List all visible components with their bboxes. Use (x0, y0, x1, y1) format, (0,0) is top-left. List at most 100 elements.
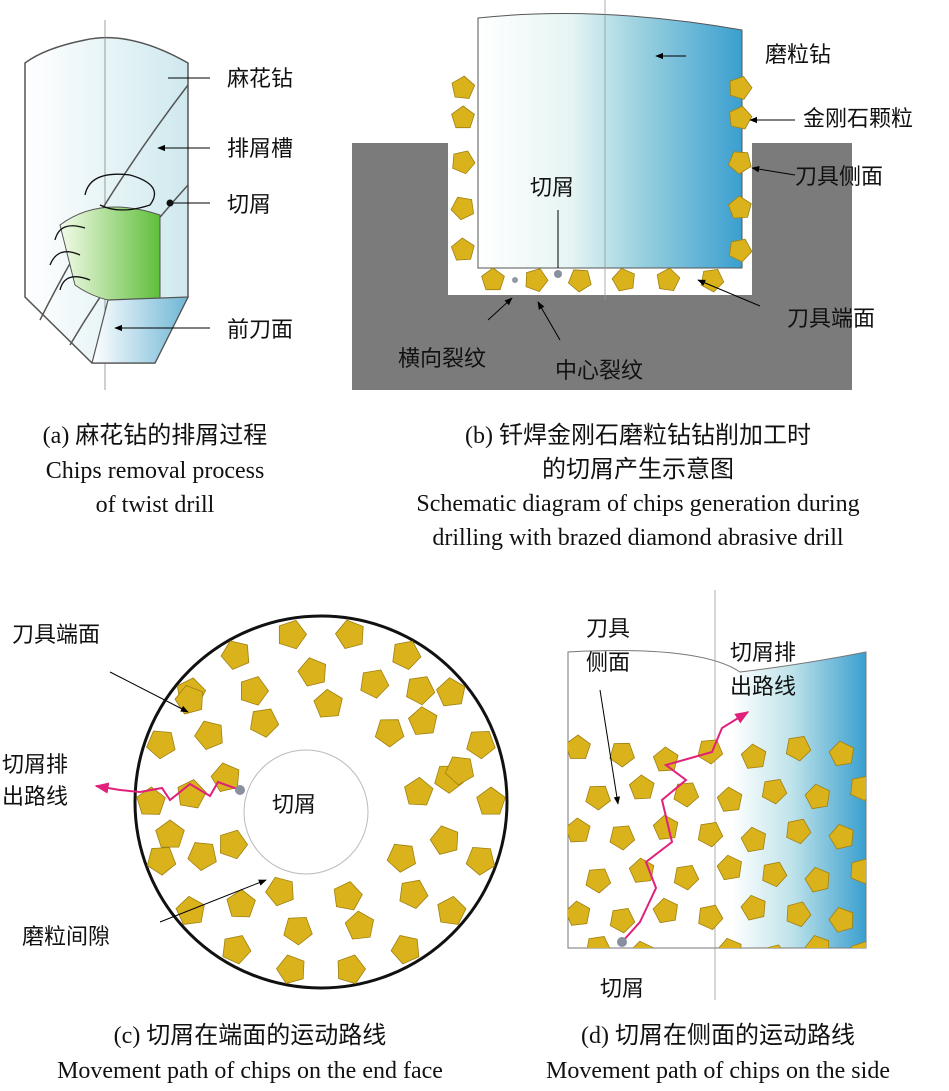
diamond-grit (146, 730, 176, 760)
chip-particle (554, 270, 562, 278)
label-chip-c: 切屑 (272, 793, 316, 818)
diamond-grit (652, 814, 679, 840)
diamond-grit (652, 746, 679, 772)
label-chip-b: 切屑 (530, 176, 574, 201)
panel-a-twist-drill: 麻花钻 排屑槽 切屑 前刀面 (a) 麻花钻的排屑过程 Chips remova… (24, 20, 293, 518)
diamond-grit (265, 876, 294, 907)
diamond-grit (177, 779, 207, 809)
chip-particle-c (235, 785, 245, 795)
diamond-grit (716, 786, 743, 812)
caption-a-en-1: Chips removal process (46, 458, 265, 484)
label-path-c-2: 出路线 (2, 785, 68, 810)
diamond-grit (451, 105, 475, 129)
diamond-grit (673, 865, 700, 891)
diamond-grit (609, 825, 636, 851)
diamond-grit (297, 657, 327, 687)
panel-b-abrasive-drill: 磨粒钻 金刚石颗粒 刀具侧面 切屑 刀具端面 横向裂纹 中心裂纹 (b) 钎焊金… (352, 0, 913, 551)
diamond-grit (146, 847, 177, 876)
diamond-grit (451, 75, 476, 99)
diamond-grit (465, 846, 496, 876)
caption-d-cn: (d) 切屑在侧面的运动路线 (581, 1022, 855, 1049)
grit-layer-d (568, 734, 866, 948)
diamond-grit (674, 947, 700, 948)
label-side-d-1: 刀具 (586, 617, 630, 642)
diamond-grit (804, 783, 830, 810)
diamond-grit (568, 734, 591, 759)
diamond-grit (729, 238, 753, 263)
chip-path-d (621, 711, 750, 943)
label-side-d-2: 侧面 (586, 651, 630, 676)
diamond-grit (240, 676, 269, 706)
flute-edge-1 (39, 84, 189, 321)
label-path-d-2: 出路线 (730, 675, 796, 700)
diamond-grit (392, 640, 422, 670)
caption-b-cn-2: 的切屑产生示意图 (542, 456, 734, 483)
arrow-lateral-crack (487, 297, 513, 321)
panel-d-side-face: 刀具 侧面 切屑排 出路线 切屑 (d) 切屑在侧面的运动路线 Movement… (546, 590, 890, 1084)
diamond-grit (609, 742, 635, 768)
arrow-end-face (697, 279, 761, 307)
diamond-grit (404, 776, 434, 806)
diamond-grit (568, 900, 591, 926)
diamond-grit (386, 843, 416, 873)
diamond-grit (525, 268, 549, 292)
diamond-grit (344, 910, 375, 940)
caption-b-en-2: drilling with brazed diamond abrasive dr… (432, 525, 844, 551)
diamond-grit (337, 954, 366, 985)
label-center-crack: 中心裂纹 (555, 359, 643, 384)
label-gap: 磨粒间隙 (22, 925, 110, 950)
diamond-grit (436, 677, 466, 707)
diamond-grit (740, 826, 766, 853)
diamond-grit (222, 935, 252, 965)
diamond-grit (828, 907, 854, 933)
chip-path-c (94, 780, 241, 802)
caption-a-cn: (a) 麻花钻的排屑过程 (43, 422, 268, 449)
arrow-end-face-c (109, 671, 189, 713)
diamond-grit (740, 894, 766, 921)
label-abrasive-drill: 磨粒钻 (765, 43, 831, 68)
diamond-grit (740, 743, 767, 769)
chip-coils (49, 225, 91, 291)
chip-particle-d (617, 937, 627, 947)
label-drill: 麻花钻 (227, 67, 293, 92)
diamond-grit (786, 818, 812, 845)
diamond-grit (444, 756, 475, 786)
label-flute: 排屑槽 (227, 137, 293, 162)
diamond-grit (567, 269, 592, 293)
diamond-grit (374, 719, 405, 748)
diamond-grit (851, 941, 866, 948)
abrasive-drill-body (477, 13, 743, 269)
chip-particle-2 (512, 277, 518, 283)
rake-face-shape (91, 296, 189, 364)
diamond-grit (450, 196, 475, 221)
diamond-grit (828, 740, 854, 767)
caption-c-en: Movement path of chips on the end face (57, 1058, 443, 1084)
label-path-d-1: 切屑排 (730, 641, 796, 666)
chip-spiral (84, 173, 156, 211)
diamond-grit (850, 775, 866, 802)
caption-c-cn: (c) 切屑在端面的运动路线 (114, 1022, 387, 1049)
diamond-grit (762, 944, 788, 948)
diamond-grit (390, 935, 420, 965)
diamond-grit (466, 730, 496, 760)
label-lateral-crack: 横向裂纹 (398, 347, 486, 372)
diamond-grit (804, 935, 830, 948)
diamond-grit (219, 829, 249, 860)
diamond-grit (786, 901, 812, 928)
diamond-grit (698, 904, 724, 931)
diamond-grit (727, 151, 752, 175)
diamond-grit (716, 937, 742, 948)
diamond-grit (729, 76, 753, 100)
diamond-grit (452, 150, 476, 175)
diamond-grit (276, 954, 305, 984)
label-end-face-c: 刀具端面 (12, 623, 100, 648)
diamond-grit (399, 879, 429, 909)
diamond-grit (727, 195, 752, 219)
label-end-face: 刀具端面 (787, 307, 875, 332)
diamond-grit (568, 817, 591, 843)
diamond-grit (333, 881, 363, 911)
arrow-center-crack (537, 301, 561, 341)
diamond-grit (804, 866, 830, 893)
diamond-grit (210, 762, 240, 792)
